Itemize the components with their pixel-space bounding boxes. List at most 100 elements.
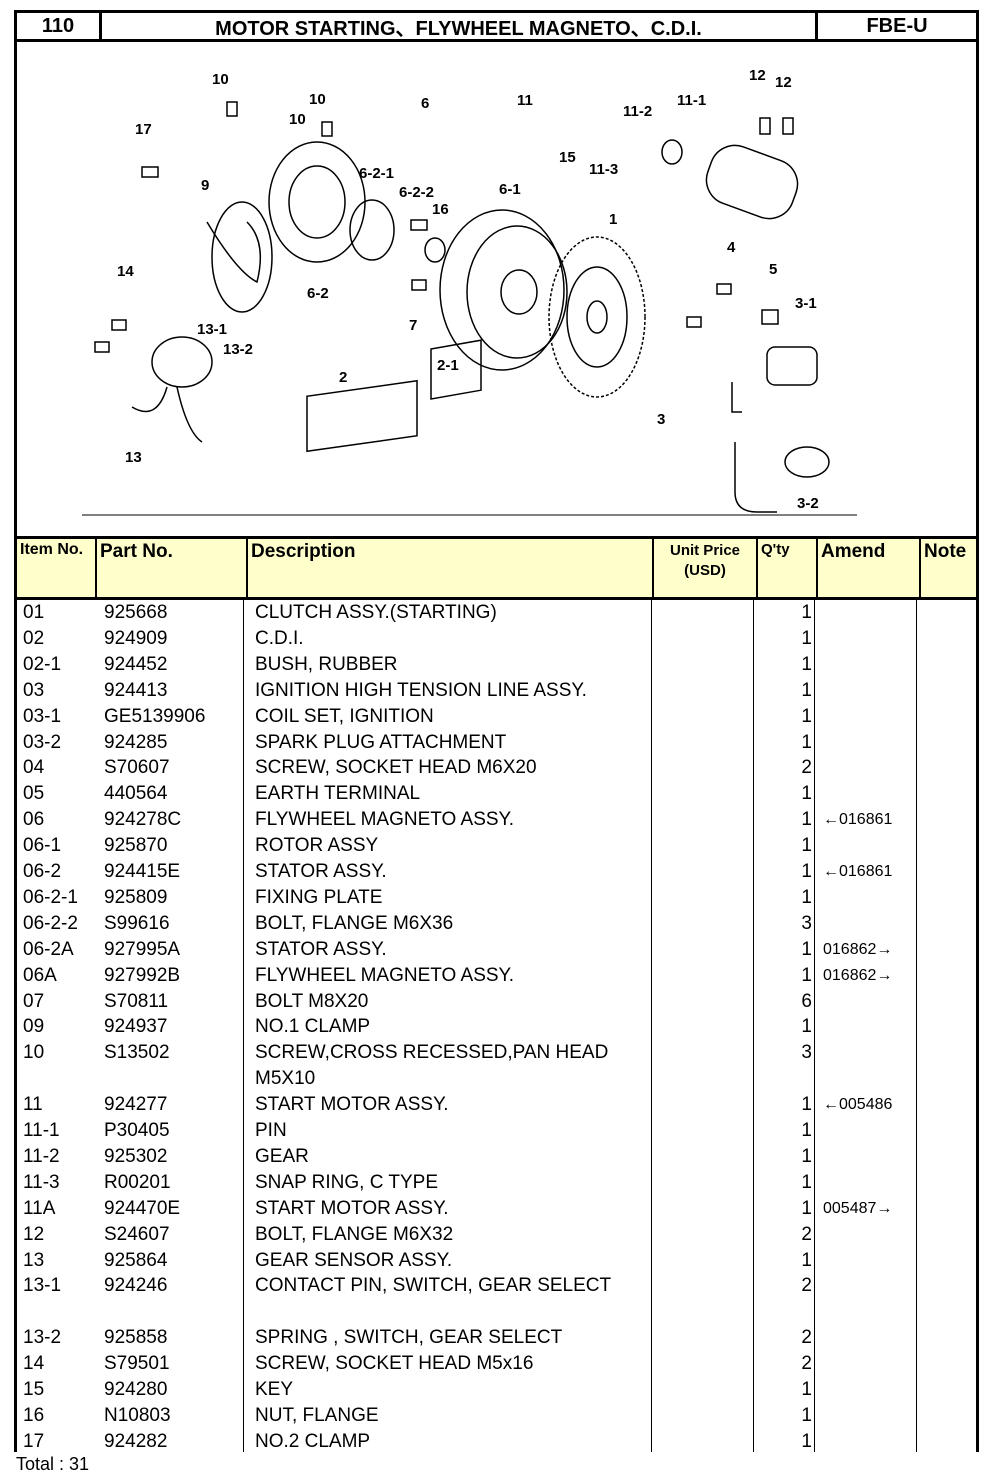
cell-item: 13-2 xyxy=(23,1327,62,1349)
cell-qty: 6 xyxy=(801,990,812,1012)
cell-desc: STATOR ASSY. xyxy=(255,938,387,960)
cell-part: S24607 xyxy=(104,1223,170,1245)
cell-qty: 1 xyxy=(801,1404,812,1426)
cell-desc: SNAP RING, C TYPE xyxy=(255,1171,439,1193)
cell-qty: 1 xyxy=(801,1016,812,1038)
cell-part: 925864 xyxy=(104,1249,168,1271)
col-divider xyxy=(916,600,917,1452)
cell-part: N10803 xyxy=(104,1404,171,1426)
label-5: 5 xyxy=(769,261,777,278)
label-11-3: 11-3 xyxy=(589,161,618,178)
cell-item: 11-3 xyxy=(23,1171,60,1193)
label-10c: 10 xyxy=(289,111,306,128)
cell-desc: BOLT M8X20 xyxy=(255,990,369,1012)
cell-desc: GEAR xyxy=(255,1145,309,1167)
cell-item: 06-1 xyxy=(23,835,62,857)
cell-desc: START MOTOR ASSY. xyxy=(255,1197,449,1219)
cell-qty: 1 xyxy=(801,1171,812,1193)
cell-item: 16 xyxy=(23,1404,45,1426)
col-divider xyxy=(651,600,652,1452)
label-6-2-1: 6-2-1 xyxy=(359,165,394,182)
label-12a: 12 xyxy=(749,67,766,84)
cell-item: 17 xyxy=(23,1430,45,1452)
cell-item: 06 xyxy=(23,809,45,831)
cell-part: 924937 xyxy=(104,1016,168,1038)
cell-part: 924909 xyxy=(104,627,168,649)
cell-item: 02 xyxy=(23,627,45,649)
fixing-plate-shape xyxy=(349,199,395,261)
cell-qty: 3 xyxy=(801,912,812,934)
cell-part: 924413 xyxy=(104,679,168,701)
cell-qty: 1 xyxy=(801,886,812,908)
cell-item: 03-1 xyxy=(23,705,62,727)
cell-item: 10 xyxy=(23,1042,45,1064)
cell-amend: 005487→ xyxy=(823,1199,893,1217)
label-13: 13 xyxy=(125,449,142,466)
cell-part: S70811 xyxy=(104,990,169,1012)
cell-item: 07 xyxy=(23,990,45,1012)
cell-desc: NO.1 CLAMP xyxy=(255,1016,371,1038)
cell-qty: 1 xyxy=(801,731,812,753)
page-title: MOTOR STARTING、FLYWHEEL MAGNETO、C.D.I. xyxy=(102,13,818,40)
label-6: 6 xyxy=(421,95,429,112)
cell-item: 06-2A xyxy=(23,938,74,960)
cell-item: 06-2 xyxy=(23,861,62,882)
gear-shape xyxy=(548,236,646,398)
label-17: 17 xyxy=(135,121,152,138)
col-unit-price: Unit Price (USD) xyxy=(654,539,758,597)
cell-qty: 2 xyxy=(801,1353,812,1375)
cell-item: 04 xyxy=(23,757,45,779)
cell-item: 13 xyxy=(23,1249,45,1271)
rotor-shape xyxy=(439,209,565,371)
label-11-2: 11-2 xyxy=(623,103,652,120)
cell-part: P30405 xyxy=(104,1120,170,1141)
label-13-1: 13-1 xyxy=(197,321,227,338)
cell-item: 11 xyxy=(23,1094,43,1116)
gear-sensor-shape xyxy=(151,336,213,388)
label-3: 3 xyxy=(657,411,665,428)
cell-qty: 1 xyxy=(801,938,812,960)
col-divider xyxy=(753,600,754,1452)
cell-qty: 2 xyxy=(801,1327,812,1349)
label-2: 2 xyxy=(339,369,347,386)
label-7: 7 xyxy=(409,317,417,334)
cell-item: 09 xyxy=(23,1016,45,1038)
cell-desc: COIL SET, IGNITION xyxy=(255,705,434,727)
label-4: 4 xyxy=(727,239,736,256)
label-10a: 10 xyxy=(212,71,229,88)
cell-desc: CONTACT PIN, SWITCH, GEAR SELECT xyxy=(255,1275,612,1297)
col-item-no: Item No. xyxy=(17,539,97,597)
cell-desc: FLYWHEEL MAGNETO ASSY. xyxy=(255,964,515,986)
col-part-no: Part No. xyxy=(97,539,248,597)
cell-item: 01 xyxy=(23,602,45,623)
cell-item: 06-2-1 xyxy=(23,886,78,908)
cell-part: S79501 xyxy=(104,1353,170,1375)
cell-part: 924282 xyxy=(104,1430,168,1452)
cell-qty: 1 xyxy=(801,783,812,805)
cell-amend: 016862→ xyxy=(823,966,893,984)
cell-qty: 1 xyxy=(801,809,812,831)
cell-part: 924452 xyxy=(104,653,168,675)
cell-item: 14 xyxy=(23,1353,45,1375)
col-description: Description xyxy=(248,539,654,597)
cell-item: 03-2 xyxy=(23,731,62,753)
cell-desc: SCREW,CROSS RECESSED,PAN HEAD xyxy=(255,1042,609,1064)
cell-qty: 1 xyxy=(801,653,812,675)
cell-desc: PIN xyxy=(255,1120,287,1141)
cell-part: R00201 xyxy=(104,1171,171,1193)
cell-desc: START MOTOR ASSY. xyxy=(255,1094,449,1116)
label-15: 15 xyxy=(559,149,576,166)
cell-qty: 1 xyxy=(801,1249,812,1271)
cell-qty: 1 xyxy=(801,602,812,623)
cell-desc: SCREW, SOCKET HEAD M6X20 xyxy=(255,757,537,779)
cell-part: 924278C xyxy=(104,809,182,831)
cell-qty: 1 xyxy=(801,627,812,649)
col-note: Note xyxy=(924,541,967,562)
page-number: 110 xyxy=(17,13,102,39)
cell-desc: GEAR SENSOR ASSY. xyxy=(255,1249,453,1271)
label-11: 11 xyxy=(517,92,533,109)
cell-qty: 1 xyxy=(801,861,812,882)
col-divider xyxy=(814,600,815,1452)
label-3-2: 3-2 xyxy=(797,495,819,512)
cell-qty: 1 xyxy=(801,835,812,857)
